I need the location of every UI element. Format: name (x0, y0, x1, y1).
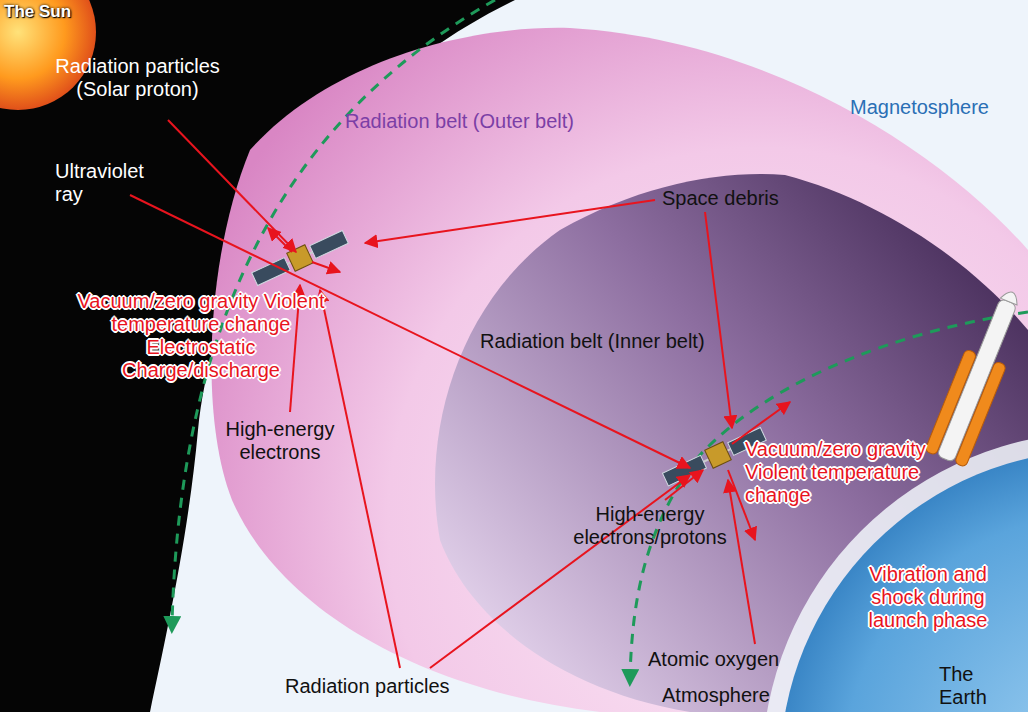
orbit-path (630, 312, 1028, 678)
rocket-nose (1000, 289, 1020, 305)
hazard-label: Ultraviolet ray (55, 160, 155, 206)
earth-label: The Earth (939, 663, 1024, 709)
region-label: Radiation belt (Inner belt) (480, 330, 750, 353)
leader-arrow (320, 290, 400, 668)
leader-arrow (312, 262, 340, 272)
hazard-label: Radiation particles (Solar proton) (50, 55, 225, 101)
hazard-label: Atomic oxygen (648, 648, 798, 671)
satellite-body (287, 245, 314, 272)
leader-arrow (168, 120, 296, 252)
solar-panel (662, 455, 706, 485)
rocket (925, 284, 1028, 467)
hazard-label: Radiation particles (285, 675, 485, 698)
environment-label: Vibration and shock during launch phase (853, 563, 1003, 632)
leader-arrow (365, 200, 655, 243)
region-label: Atmosphere (662, 684, 792, 707)
orbit-path (172, 0, 495, 625)
sun-label: The Sun (4, 2, 114, 22)
leader-arrow (732, 402, 790, 444)
environment-label: Vacuum/zero gravity Violent temperature … (745, 438, 930, 507)
hazard-label: High-energy electrons (215, 418, 345, 464)
leader-arrow (268, 228, 292, 252)
region-label: Magnetosphere (850, 96, 1020, 119)
satellite (250, 228, 349, 288)
leader-arrow (665, 470, 703, 500)
earth (780, 450, 1028, 712)
solar-panel (310, 231, 349, 259)
region-label: Radiation belt (Outer belt) (345, 110, 665, 133)
leader-arrow (705, 212, 732, 428)
solar-panel (252, 258, 291, 286)
hazard-label: Space debris (662, 187, 812, 210)
hazard-label: High-energy electrons/protons (560, 503, 740, 549)
rocket-booster (954, 361, 1006, 467)
outer-belt (211, 28, 1028, 712)
satellite-body (705, 442, 732, 469)
environment-label: Vacuum/zero gravity Violent temperature … (75, 290, 327, 382)
